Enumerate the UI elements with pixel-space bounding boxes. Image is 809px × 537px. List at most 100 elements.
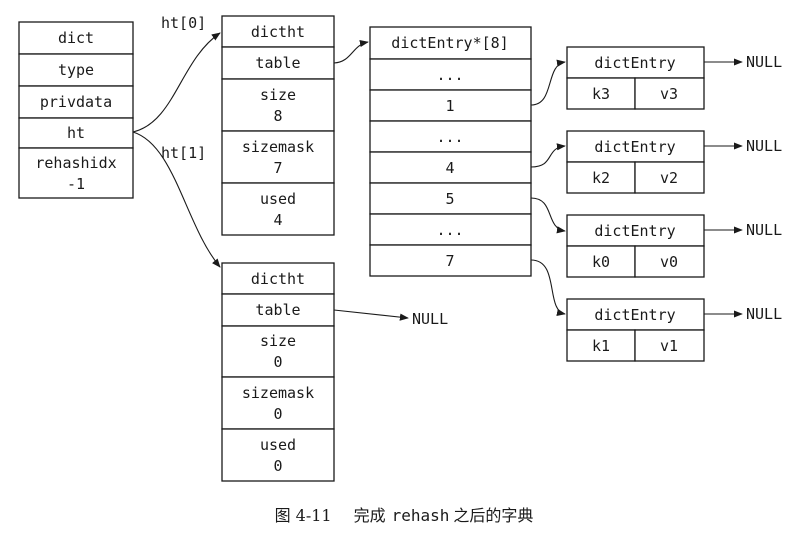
ht1-sizemask <box>221 376 335 430</box>
bucket-slot <box>369 120 532 153</box>
bucket-array-header-label: dictEntry*[8] <box>391 34 508 52</box>
dict-entry-value-label: v3 <box>660 85 678 103</box>
dict-entry-key-label: k1 <box>592 337 610 355</box>
ht0-table-label: table <box>255 54 300 72</box>
arrow-slot4-to-entry <box>530 143 566 168</box>
ht0-pointer-label: ht[0] <box>161 14 206 32</box>
bucket-slot-label: 7 <box>445 252 454 270</box>
ht1-struct: dictht table size 0 sizemask 0 used 0 <box>221 262 335 482</box>
dict-field-ht-label: ht <box>67 124 85 142</box>
dict-entry-next-null: NULL <box>746 305 782 323</box>
dict-entry-key <box>566 161 636 194</box>
bucket-slot-label: 5 <box>445 190 454 208</box>
dict-entry-key <box>566 77 636 110</box>
dict-field-type-label: type <box>58 61 94 79</box>
ht1-used-label: used <box>260 436 296 454</box>
bucket-slot <box>369 151 532 184</box>
ht1-sizemask-label: sizemask <box>242 384 314 402</box>
ht1-size-label: size <box>260 332 296 350</box>
bucket-array-header <box>369 26 532 60</box>
dict-entry-next-null: NULL <box>746 137 782 155</box>
ht1-size-value: 0 <box>273 353 282 371</box>
dict-field-rehashidx <box>18 147 134 199</box>
ht0-sizemask-value: 7 <box>273 159 282 177</box>
dict-entry-node: dictEntry k1 v1 NULL <box>566 298 782 362</box>
dict-entry-value-label: v2 <box>660 169 678 187</box>
dict-field-dict <box>18 21 134 55</box>
bucket-slot-label: 1 <box>445 97 454 115</box>
caption-code: rehash <box>392 506 450 525</box>
ht1-used <box>221 428 335 482</box>
bucket-slot <box>369 182 532 215</box>
ht1-used-value: 0 <box>273 457 282 475</box>
rehashidx-label: rehashidx <box>35 154 116 172</box>
dict-entry-next-null: NULL <box>746 53 782 71</box>
dict-field-privdata-label: privdata <box>40 93 112 111</box>
arrow-ht1-table-to-null <box>333 309 409 321</box>
ht1-table <box>221 293 335 327</box>
ht0-used-value: 4 <box>273 211 282 229</box>
dict-entry-key <box>566 245 636 278</box>
ht0-header <box>221 15 335 48</box>
arrow-ht-to-ht1 <box>132 131 221 268</box>
dict-entry-header-label: dictEntry <box>594 138 675 156</box>
pointer-arrows <box>132 32 743 321</box>
arrow-ht0-table-to-buckets <box>333 39 369 64</box>
ht0-used <box>221 182 335 236</box>
ht0-size-label: size <box>260 86 296 104</box>
dict-struct: dict type privdata ht rehashidx -1 <box>18 21 134 199</box>
ht0-header-label: dictht <box>251 23 305 41</box>
dict-field-ht <box>18 117 134 149</box>
bucket-slot-label: ... <box>436 66 463 84</box>
bucket-slot <box>369 89 532 122</box>
ht1-header-label: dictht <box>251 270 305 288</box>
dict-entry-value <box>634 329 705 362</box>
dict-entry-key <box>566 329 636 362</box>
arrow-slot5-to-entry <box>530 197 566 234</box>
dict-entry-node: dictEntry k0 v0 NULL <box>566 214 782 278</box>
bucket-slot-label: 4 <box>445 159 454 177</box>
dict-entry-node: dictEntry k2 v2 NULL <box>566 130 782 194</box>
arrow-slot1-to-entry <box>530 59 566 106</box>
dict-field-dict-label: dict <box>58 29 94 47</box>
ht0-size <box>221 78 335 132</box>
ht0-struct: dictht table size 8 sizemask 7 used 4 <box>221 15 335 236</box>
caption-figure-number: 图 4-11 <box>275 506 332 525</box>
bucket-slot-label: ... <box>436 221 463 239</box>
ht1-table-label: table <box>255 301 300 319</box>
dict-entry-value-label: v0 <box>660 253 678 271</box>
ht0-used-label: used <box>260 190 296 208</box>
caption-prefix: 完成 <box>354 506 386 525</box>
ht1-table-null: NULL <box>412 310 448 328</box>
bucket-array: dictEntry*[8] ... 1 ... 4 5 ... 7 <box>369 26 532 277</box>
rehashidx-value: -1 <box>67 175 85 193</box>
dict-entry-value <box>634 161 705 194</box>
bucket-slot <box>369 213 532 246</box>
dict-entry-key-label: k3 <box>592 85 610 103</box>
dict-entry-key-label: k0 <box>592 253 610 271</box>
dict-entry-node: dictEntry k3 v3 NULL <box>566 46 782 110</box>
bucket-slot <box>369 58 532 91</box>
dict-entry-header-label: dictEntry <box>594 54 675 72</box>
dict-entry-value <box>634 245 705 278</box>
ht0-sizemask-label: sizemask <box>242 138 314 156</box>
ht1-pointer-label: ht[1] <box>161 144 206 162</box>
dict-entry-next-null: NULL <box>746 221 782 239</box>
ht1-sizemask-value: 0 <box>273 405 282 423</box>
bucket-slot <box>369 244 532 277</box>
dict-entry-key-label: k2 <box>592 169 610 187</box>
arrow-ht-to-ht0 <box>132 32 221 133</box>
arrow-slot7-to-entry <box>530 259 566 316</box>
dict-entry-header <box>566 130 705 163</box>
dict-entry-value <box>634 77 705 110</box>
ht1-header <box>221 262 335 295</box>
caption-suffix: 之后的字典 <box>453 506 533 525</box>
dict-entry-value-label: v1 <box>660 337 678 355</box>
bucket-slot-label: ... <box>436 128 463 146</box>
dict-entry-header-label: dictEntry <box>594 222 675 240</box>
ht0-size-value: 8 <box>273 107 282 125</box>
dict-field-type <box>18 53 134 87</box>
dict-entry-header-label: dictEntry <box>594 306 675 324</box>
